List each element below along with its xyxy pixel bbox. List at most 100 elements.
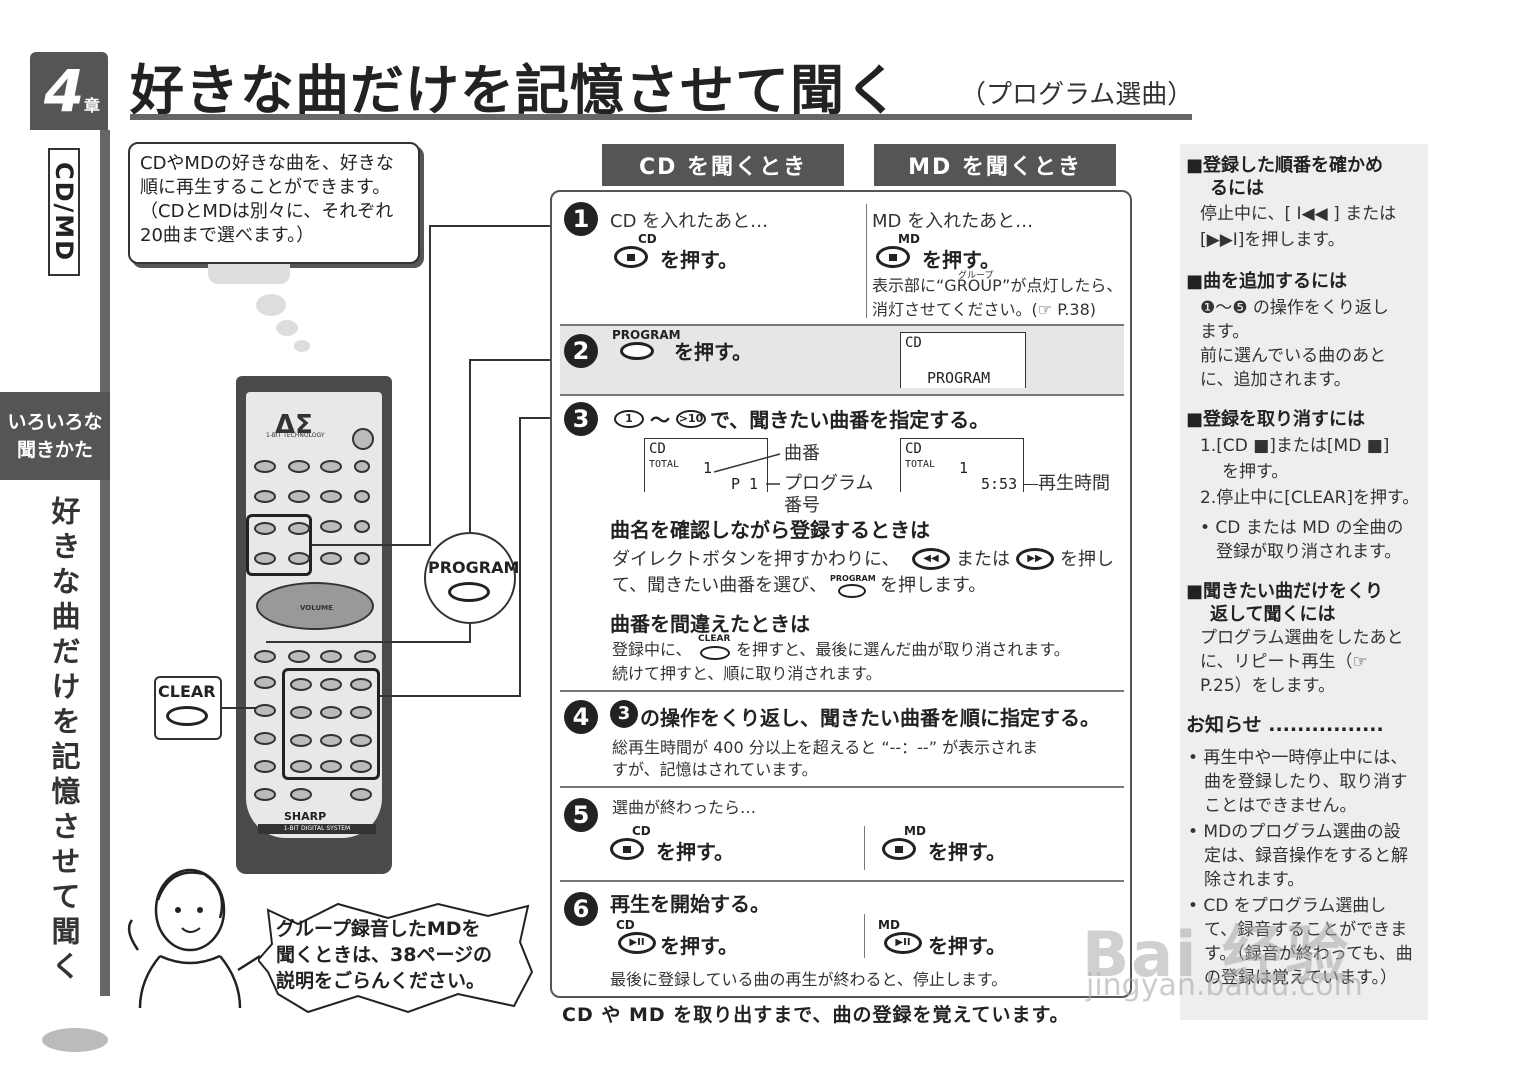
remote-md-stop-button [254, 552, 276, 565]
step3-lcd-a-total: TOTAL [649, 459, 680, 470]
tip2-text-l4: に、追加されます。 [1200, 370, 1351, 390]
program-zoom-button [448, 582, 490, 602]
notice3-l1: • CD をプログラム選曲し [1188, 896, 1387, 916]
step-divider [560, 394, 1124, 396]
step3-label-prog1: プログラム [784, 473, 874, 494]
step-divider [560, 786, 1124, 788]
step1-cd-press: を押す。 [660, 248, 738, 272]
intro-line: 20曲まで選べます。） [140, 225, 315, 246]
step2-lcd-line1: CD [905, 335, 922, 351]
remote-button [254, 788, 276, 801]
step6-cd-press: を押す。 [660, 934, 738, 958]
chapter-suffix: 章 [84, 96, 101, 115]
intro-line: （CDとMDは別々に、それぞれ [140, 201, 394, 222]
cd-play-button: ▶II [618, 932, 656, 954]
thought-cloud [256, 294, 286, 316]
step3-lcd-b-track: 1 [959, 459, 969, 477]
intro-bubble: CDやMDの好きな曲を、好きな 順に再生することができます。 （CDとMDは別々… [128, 142, 420, 264]
remote-volume-pad [256, 582, 374, 630]
remote-button [254, 650, 276, 663]
clear-button-inline [700, 646, 730, 660]
step-number: 5 [564, 798, 598, 832]
remote-button [354, 650, 376, 663]
speech-line: グループ録音したMDを [276, 918, 481, 940]
step3-sub1-head: 曲名を確認しながら登録するときは [610, 518, 930, 542]
speech-line: 聞くときは、38ページの [276, 944, 493, 966]
stop-buttons-highlight [246, 514, 312, 576]
tip4-heading-l1: ■聞きたい曲だけをくり [1186, 581, 1384, 602]
tip3-text-l2: を押す。 [1222, 462, 1289, 482]
step5-cd-press: を押す。 [656, 840, 734, 864]
remote-button [354, 520, 370, 533]
page-marker [42, 1028, 108, 1052]
step3-sub1-l1c: を押し [1060, 549, 1114, 570]
step3-main: で、聞きたい曲番を指定する。 [710, 408, 990, 432]
cd-stop-button [614, 246, 648, 268]
step3-label-track: 曲番 [784, 443, 820, 464]
step-number: 4 [564, 700, 598, 734]
remote-num-button [290, 760, 312, 773]
remote-clear-button [254, 704, 276, 717]
step6-main: 再生を開始する。 [610, 892, 770, 916]
step-divider [560, 880, 1124, 882]
remote-num-button [320, 678, 342, 691]
step-number: 6 [564, 892, 598, 926]
remote-num-button [350, 734, 372, 747]
remote-brand: SHARP [284, 810, 327, 823]
step3-sub2-l1b: を押すと、最後に選んだ曲が取り消されます。 [736, 640, 1070, 659]
step2-press: を押す。 [674, 340, 752, 364]
intro-line: 順に再生することができます。 [140, 177, 391, 198]
md-play-button: ▶II [884, 932, 922, 954]
step6-cd-btn-label: CD [616, 918, 635, 932]
remote-button [288, 490, 310, 503]
tip2-text-l1: ❶～❺ の操作をくり返し [1200, 298, 1389, 318]
remote-button [288, 460, 310, 473]
category-line-1: いろいろな [7, 411, 103, 433]
tip1-text-l2: [▶▶I]を押します。 [1200, 230, 1345, 250]
tip1-heading-l1: ■登録した順番を確かめ [1186, 155, 1384, 176]
step-number: 1 [564, 202, 598, 236]
step5-cd-btn-label: CD [632, 824, 651, 838]
column-divider [866, 204, 867, 318]
notice2-l2: 定は、録音操作をすると解 [1204, 846, 1408, 866]
md-stop-button [882, 838, 916, 860]
column-divider [864, 826, 865, 870]
title-underline [130, 114, 1192, 120]
section-tab-label: CD/MD [50, 161, 78, 263]
step1-md-press: を押す。 [922, 248, 1000, 272]
thought-cloud [208, 264, 290, 284]
section-tab: CD/MD [48, 148, 80, 276]
tip3-heading: ■登録を取り消すには [1186, 409, 1366, 430]
watermark-url: jingyan.baidu.com [1086, 968, 1363, 1003]
remote-button [320, 460, 342, 473]
remote-button [354, 490, 370, 503]
step2-band [560, 326, 1124, 394]
step3-lcd-a-line1: CD [649, 441, 666, 457]
step6-md-btn-label: MD [878, 918, 900, 932]
tip4-text-l1: プログラム選曲をしたあと [1200, 628, 1404, 648]
tip1-text-l1: 停止中に、[ I◀◀ ] または [1200, 204, 1397, 224]
remote-num-button [350, 678, 372, 691]
cd-stop-button [610, 838, 644, 860]
tab-md: MD を聞くとき [874, 144, 1116, 186]
step3-sub2-l2: 続けて押すと、順に取り消されます。 [612, 664, 882, 683]
remote-num-button [290, 678, 312, 691]
step1-cd-text: CD を入れたあと… [610, 211, 769, 232]
step3-sub1-btn-label: PROGRAM [830, 574, 876, 583]
notice1-l3: ことはできません。 [1204, 796, 1357, 816]
step3-lcd-b-total: TOTAL [905, 459, 936, 470]
remote-button [288, 650, 310, 663]
notice-heading: お知らせ ................ [1186, 714, 1384, 736]
chapter-number: 4 [43, 57, 85, 125]
step3-lcd-b-time: 5:53 [981, 475, 1018, 493]
step1-note-line2: 消灯させてください。(☞ P.38) [872, 300, 1097, 319]
program-zoom-label: PROGRAM [428, 558, 520, 577]
prev-button: ◀◀ [912, 548, 950, 570]
category-tab: いろいろな 聞きかた [0, 392, 110, 480]
remote-power-button [352, 428, 374, 450]
page-title: 好きな曲だけを記憶させて聞く [130, 59, 900, 122]
thought-cloud [276, 320, 298, 336]
remote-logo: ΔΣ [275, 410, 313, 440]
tab-cd: CD を聞くとき [602, 144, 844, 186]
